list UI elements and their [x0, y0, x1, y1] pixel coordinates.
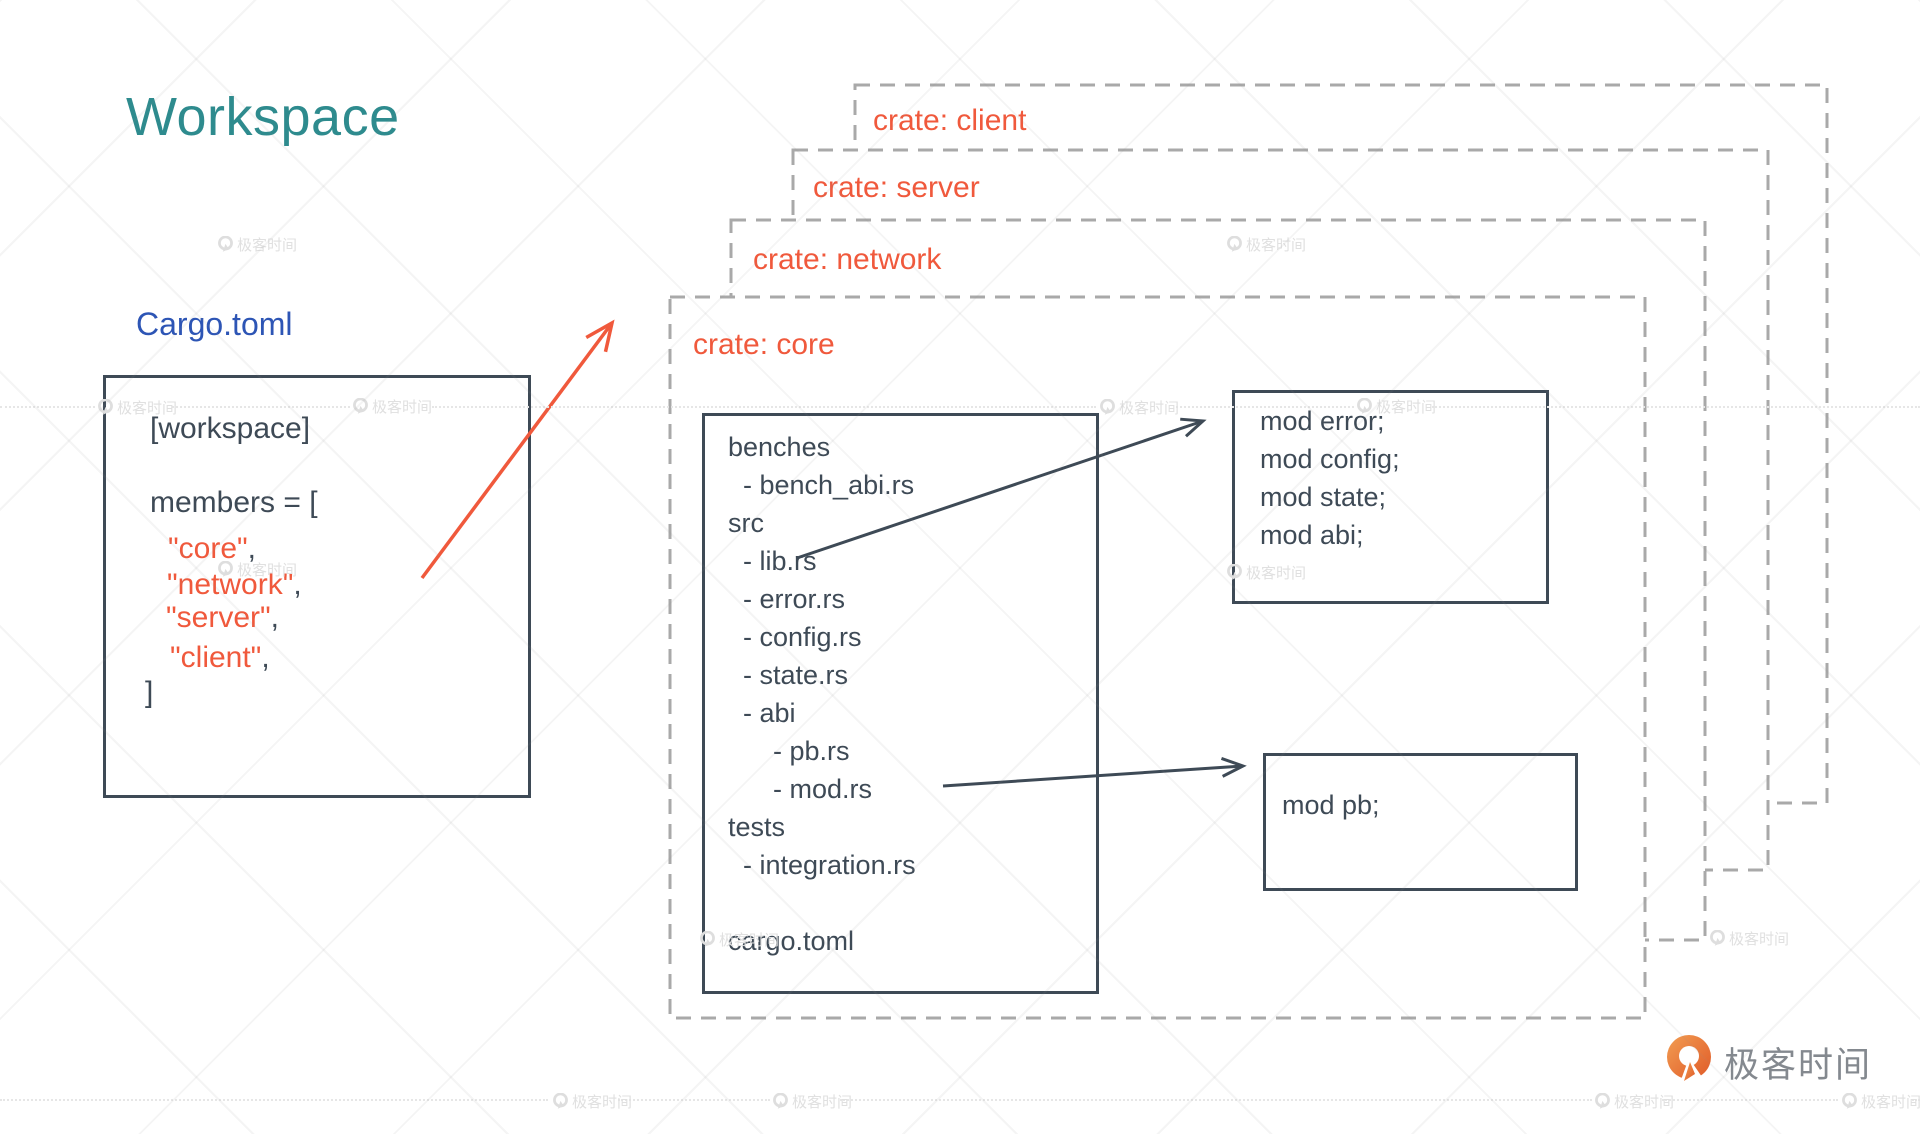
member-network-string: "network" — [167, 568, 294, 601]
toml-workspace-header: [workspace] — [150, 412, 311, 445]
geektime-logo-text: 极客时间 — [1724, 1045, 1873, 1085]
comma: , — [261, 641, 270, 674]
toml-member-network: "network", — [167, 567, 302, 603]
file-tree-line: - config.rs — [728, 622, 862, 652]
file-tree-line: - integration.rs — [728, 850, 916, 880]
crate-label-server: crate: server — [813, 171, 980, 204]
watermark-q-icon — [1842, 1093, 1857, 1109]
watermark-dotline — [1662, 1099, 1838, 1101]
watermark-q-icon — [1710, 930, 1725, 946]
member-client-string: "client" — [170, 641, 262, 674]
watermark-text: 极客时间 — [1614, 1094, 1675, 1111]
watermark-text: 极客时间 — [1246, 237, 1307, 254]
toml-member-core: "core", — [168, 531, 256, 567]
watermark-dotline — [840, 1099, 1592, 1101]
watermark-stamp: 极客时间 — [1842, 1091, 1920, 1112]
watermark-q-icon — [1227, 236, 1242, 252]
file-tree-line: - mod.rs — [728, 774, 873, 804]
watermark-dotline — [0, 406, 95, 408]
watermark-dotline — [618, 1099, 770, 1101]
crate-label-network: crate: network — [753, 243, 942, 276]
file-tree-line — [728, 884, 1096, 922]
watermark-text: 极客时间 — [1729, 931, 1790, 948]
watermark-stamp: 极客时间 — [553, 1091, 632, 1112]
watermark-text: 极客时间 — [237, 237, 298, 254]
file-tree-line: - state.rs — [728, 660, 849, 690]
file-tree-line: tests — [728, 812, 786, 842]
comma: , — [247, 532, 257, 565]
watermark-text: 极客时间 — [1119, 400, 1180, 417]
crate-label-client: crate: client — [873, 104, 1027, 137]
mod-line: mod error; — [1260, 406, 1385, 436]
mod-line: mod pb; — [1282, 790, 1380, 820]
watermark-dotline — [432, 406, 1096, 408]
watermark-text: 极客时间 — [792, 1094, 853, 1111]
geektime-logo-icon — [1667, 1035, 1711, 1088]
file-tree-line: - lib.rs — [728, 546, 817, 576]
watermark-stamp: 极客时间 — [218, 234, 297, 255]
watermark-text: 极客时间 — [572, 1094, 633, 1111]
mod-line: mod state; — [1260, 482, 1387, 512]
file-tree-line: cargo.toml — [728, 926, 855, 956]
watermark-q-icon — [553, 1093, 568, 1109]
toml-members-close: ] — [145, 676, 154, 709]
comma: , — [293, 568, 302, 601]
crate-label-core: crate: core — [693, 328, 835, 361]
page-title: Workspace — [126, 87, 400, 147]
file-tree-line: - pb.rs — [728, 736, 850, 766]
file-tree-line: - bench_abi.rs — [728, 470, 915, 500]
file-tree-line: - abi — [728, 698, 796, 728]
member-core-string: "core" — [168, 532, 248, 565]
file-tree-line: benches — [728, 432, 831, 462]
watermark-stamp: 极客时间 — [1227, 234, 1306, 255]
workspace-toml-box: [workspace] members = [ "core", "network… — [103, 375, 531, 798]
watermark-q-icon — [773, 1093, 788, 1109]
watermark-stamp: 极客时间 — [1710, 928, 1789, 949]
watermark-stamp: 极客时间 — [1100, 397, 1179, 418]
watermark-q-icon — [1100, 399, 1115, 415]
abi-mod-rs-box: mod pb; — [1263, 753, 1578, 891]
toml-member-client: "client", — [170, 640, 270, 676]
cargo-toml-label: Cargo.toml — [136, 306, 293, 342]
watermark-dotline — [0, 1099, 548, 1101]
watermark-q-icon — [218, 236, 233, 252]
file-tree-line: - error.rs — [728, 584, 846, 614]
geektime-logo: 极客时间 — [1666, 1034, 1872, 1090]
mod-line: mod abi; — [1260, 520, 1364, 550]
file-tree-line: src — [728, 508, 764, 538]
watermark-stamp: 极客时间 — [773, 1091, 852, 1112]
watermark-q-icon — [1595, 1093, 1610, 1109]
watermark-dotline — [1912, 1099, 1920, 1101]
lib-rs-modules-box: mod error; mod config; mod state; mod ab… — [1232, 390, 1549, 604]
member-server-string: "server" — [166, 601, 271, 634]
mod-line: mod config; — [1260, 444, 1400, 474]
watermark-stamp: 极客时间 — [1595, 1091, 1674, 1112]
toml-member-server: "server", — [166, 600, 279, 636]
watermark-text: 极客时间 — [1861, 1094, 1920, 1111]
comma: , — [270, 601, 279, 634]
toml-members-open: members = [ — [150, 486, 318, 519]
core-file-tree-box: benches - bench_abi.rs src - lib.rs - er… — [702, 413, 1099, 994]
